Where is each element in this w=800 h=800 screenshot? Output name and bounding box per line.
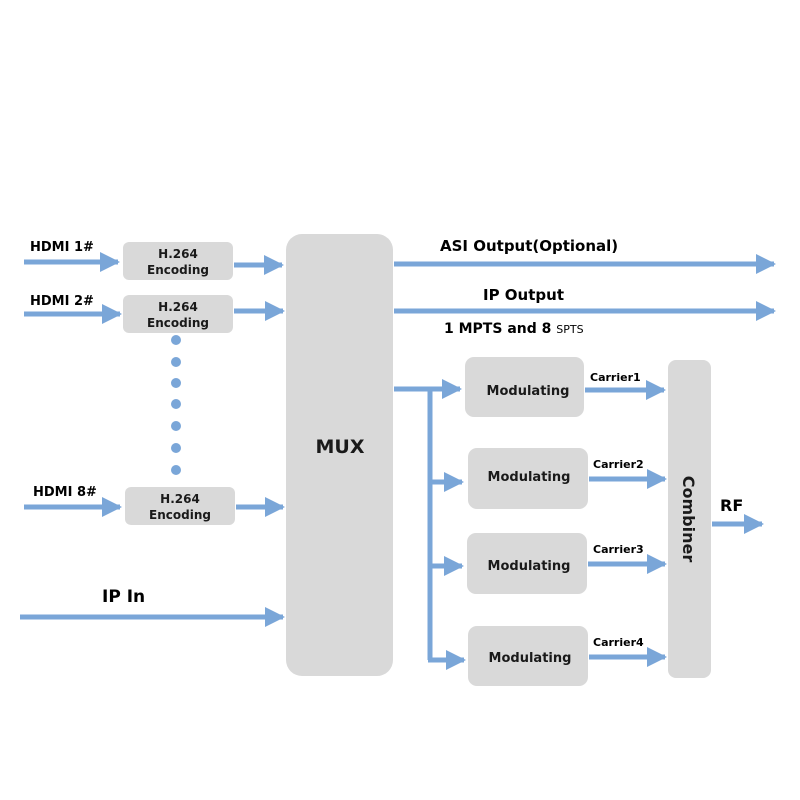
encoder-2-line1: H.264 (158, 300, 198, 314)
modulator-distribution (394, 379, 466, 670)
hdmi-8-label: HDMI 8# (33, 485, 97, 500)
modulator-3-label: Modulating (488, 559, 571, 574)
encoder-8-line1: H.264 (160, 492, 200, 506)
mpts-main-text: 1 MPTS and 8 (444, 321, 556, 337)
combiner-label: Combiner (679, 476, 698, 563)
mpts-small-text: SPTS (556, 323, 583, 336)
encoder-1: H.264 Encoding (123, 242, 233, 280)
ip-in-label: IP In (102, 587, 145, 607)
encoder-2: H.264 Encoding (123, 295, 233, 333)
rf-label: RF (720, 496, 743, 515)
hdmi-1-label: HDMI 1# (30, 240, 94, 255)
modulator-2-label: Modulating (488, 470, 571, 485)
ip-output-label: IP Output (483, 286, 564, 304)
modulator-2: Modulating (468, 448, 588, 509)
mux-label: MUX (316, 436, 365, 458)
encoder-1-line2: Encoding (147, 263, 209, 277)
hdmi-2-label: HDMI 2# (30, 294, 94, 309)
encoder-1-line1: H.264 (158, 247, 198, 261)
carrier-4-label: Carrier4 (593, 636, 644, 649)
combiner-block: Combiner (668, 360, 711, 678)
mpts-spts-label: 1 MPTS and 8 SPTS (444, 321, 584, 337)
ellipsis-dots (171, 335, 181, 475)
mux-block: MUX (286, 234, 393, 676)
carrier-3-label: Carrier3 (593, 543, 644, 556)
asi-output-label: ASI Output(Optional) (440, 237, 618, 255)
carrier-2-label: Carrier2 (593, 458, 644, 471)
encoder-8-line2: Encoding (149, 508, 211, 522)
modulator-4-label: Modulating (489, 651, 572, 666)
modulator-3: Modulating (467, 533, 587, 594)
encoder-2-line2: Encoding (147, 316, 209, 330)
modulator-1: Modulating (465, 357, 584, 417)
encoder-8: H.264 Encoding (125, 487, 235, 525)
modulator-1-label: Modulating (487, 384, 570, 399)
carrier-1-label: Carrier1 (590, 371, 641, 384)
modulator-4: Modulating (468, 626, 588, 686)
